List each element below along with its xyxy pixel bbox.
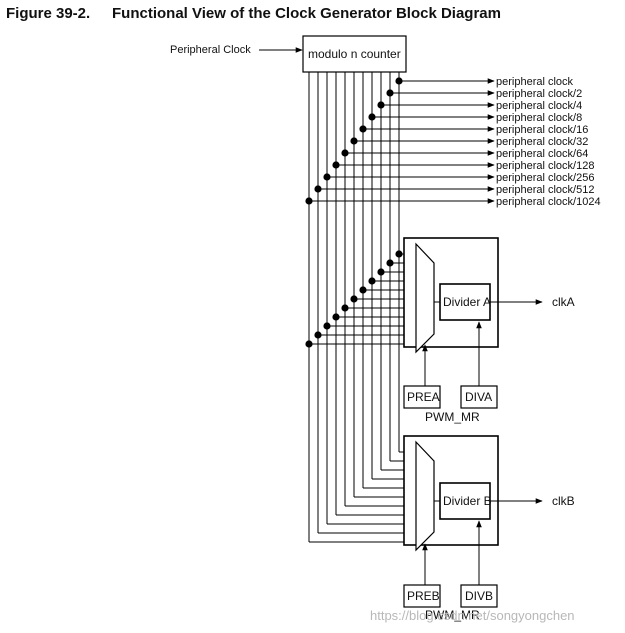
divider-a-label: Divider A: [443, 295, 491, 309]
clkb-label: clkB: [552, 494, 575, 508]
bus-junction-dot: [341, 304, 349, 312]
clock-output-label: peripheral clock/128: [496, 160, 594, 172]
bus-junction-dot: [305, 340, 313, 348]
clock-output-label: peripheral clock: [496, 76, 574, 88]
bus-junction-dot: [341, 149, 349, 157]
bus-junction-dot: [350, 137, 358, 145]
clock-output-label: peripheral clock/512: [496, 184, 594, 196]
watermark: https://blog.csdn.net/songyongchen: [370, 608, 575, 623]
clock-output-label: peripheral clock/1024: [496, 196, 601, 208]
clock-output-label: peripheral clock/2: [496, 88, 582, 100]
clka-label: clkA: [552, 295, 575, 309]
clock-block-b: Divider B clkB PREB DIVB PWM_MR: [403, 435, 575, 622]
bus-junction-dot: [368, 113, 376, 121]
clock-output-label: peripheral clock/32: [496, 136, 588, 148]
diva-label: DIVA: [465, 390, 492, 404]
modulo-counter-label: modulo n counter: [308, 47, 401, 61]
clock-output-labels: peripheral clock peripheral clock/2 peri…: [496, 76, 601, 208]
pwm-mr-a-label: PWM_MR: [425, 410, 480, 424]
bus-junction-dot: [323, 322, 331, 330]
clock-output-label: peripheral clock/8: [496, 112, 582, 124]
mux-a: [415, 242, 435, 354]
preb-label: PREB: [407, 589, 440, 603]
bus-junction-dot: [314, 185, 322, 193]
bus-junction-dot: [314, 331, 322, 339]
prea-label: PREA: [407, 390, 440, 404]
pwm-mr-b-label: PWM_MR: [425, 608, 480, 622]
clock-output-label: peripheral clock/4: [496, 100, 582, 112]
clock-output-label: peripheral clock/16: [496, 124, 588, 136]
preb-box: [403, 584, 441, 608]
bus-junction-dot: [386, 259, 394, 267]
bus-junction-dot: [305, 197, 313, 205]
bus-junction-dot: [377, 268, 385, 276]
bus-junction-dot: [386, 89, 394, 97]
bus-junction-dot: [332, 313, 340, 321]
peripheral-clock-input-label: Peripheral Clock: [170, 44, 251, 56]
figure-number: Figure 39-2.: [6, 5, 90, 22]
bus-junction-dot: [332, 161, 340, 169]
clock-output-label: peripheral clock/256: [496, 172, 594, 184]
divb-label: DIVB: [465, 589, 493, 603]
bus-junction-dot: [359, 286, 367, 294]
prea-box: [403, 385, 441, 409]
bus-junction-dot: [377, 101, 385, 109]
divider-b-label: Divider B: [443, 494, 492, 508]
bus-junction-dot: [395, 250, 403, 258]
bus-junction-dot: [395, 77, 403, 85]
bus-junction-dot: [368, 277, 376, 285]
clock-output-label: peripheral clock/64: [496, 148, 588, 160]
mux-b: [415, 440, 435, 552]
figure-title: Functional View of the Clock Generator B…: [112, 5, 501, 22]
clock-block-a: Divider A clkA PREA DIVA PWM_MR: [403, 237, 575, 424]
bus-junction-dot: [323, 173, 331, 181]
bus-junction-dot: [359, 125, 367, 133]
bus-junction-dot: [350, 295, 358, 303]
